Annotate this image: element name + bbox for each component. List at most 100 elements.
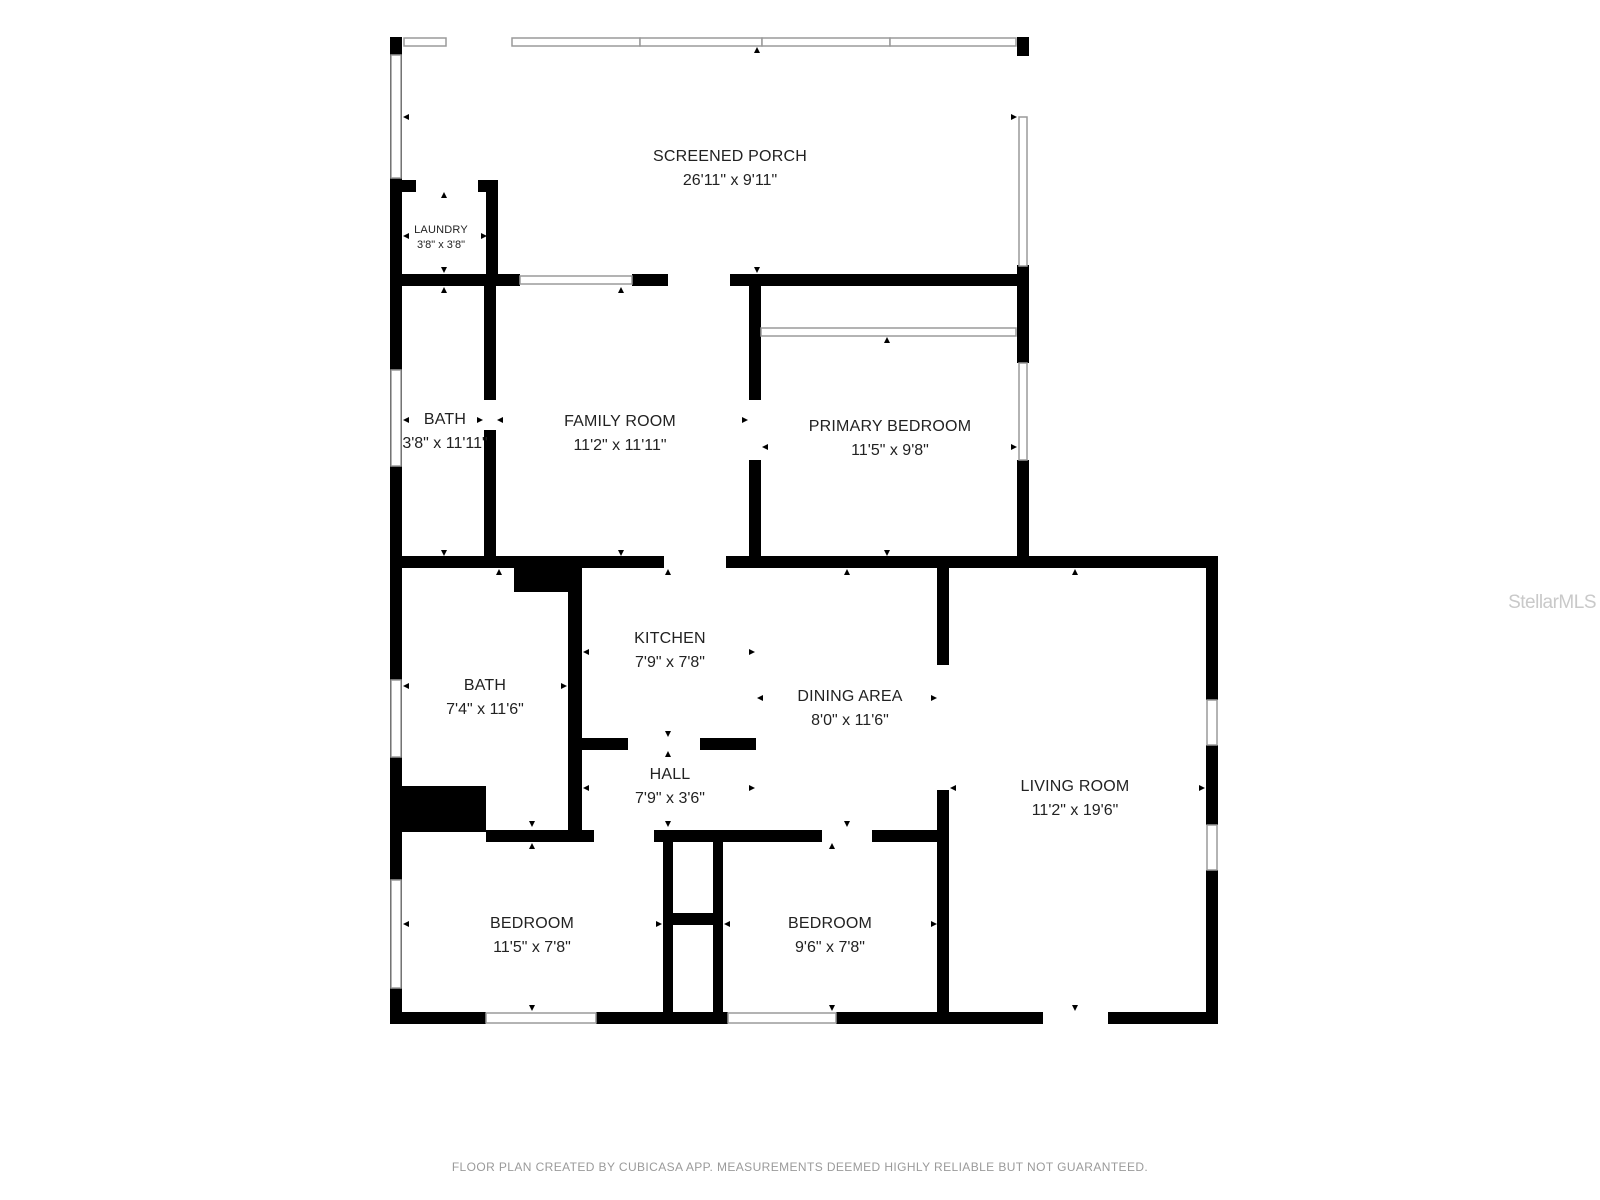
dimension-marker [529, 1005, 535, 1011]
dimension-marker [403, 417, 409, 423]
wall-segment [836, 1012, 1043, 1024]
wall-segment [937, 790, 949, 1024]
dimension-markers [403, 47, 1205, 1011]
dimension-marker [441, 287, 447, 293]
room-name: BEDROOM [787, 915, 873, 932]
wall-segment [730, 274, 1029, 286]
window [485, 1012, 597, 1024]
wall-segment [726, 556, 1218, 568]
dimension-marker [665, 731, 671, 737]
wall-segment [486, 830, 594, 842]
wall-segment [486, 192, 498, 286]
room-dimensions: 8'0" x 11'6" [811, 712, 889, 729]
wall-segment [632, 274, 668, 286]
window [403, 37, 447, 47]
wall-segment [484, 286, 496, 400]
wall-segment [937, 568, 949, 665]
wall-segment [390, 556, 664, 568]
window [1018, 116, 1028, 267]
windows [390, 37, 1218, 1024]
room-name: LIVING ROOM [1020, 778, 1130, 795]
window [639, 37, 763, 47]
wall-segment [1017, 48, 1029, 56]
room-name: KITCHEN [634, 630, 706, 647]
wall-segment [700, 738, 756, 750]
room-hall: HALL 7'9" x 3'6" [610, 763, 730, 811]
room-name: DINING AREA [797, 688, 903, 705]
room-dimensions: 3'8" x 3'8" [416, 238, 466, 251]
wall-segment [514, 568, 574, 592]
wall-segment [1017, 37, 1029, 48]
wall-segment [1017, 460, 1029, 568]
room-dimensions: 7'4" x 11'6" [446, 701, 524, 718]
dimension-marker [754, 47, 760, 53]
wall-segment [749, 460, 761, 568]
dimension-marker [403, 921, 409, 927]
room-name: LAUNDRY [414, 224, 468, 236]
room-dining-area: DINING AREA 8'0" x 11'6" [775, 685, 925, 733]
room-name: HALL [649, 766, 691, 783]
wall-segment [390, 37, 402, 1024]
dimension-marker [749, 649, 755, 655]
wall-segment [498, 274, 520, 286]
dimension-marker [583, 785, 589, 791]
wall-segment [1206, 745, 1218, 825]
dimension-marker [618, 287, 624, 293]
dimension-marker [481, 233, 487, 239]
window [760, 327, 1017, 337]
watermark: StellarMLS [1508, 592, 1596, 613]
dimension-marker [403, 114, 409, 120]
window [390, 879, 402, 989]
dimension-marker [749, 785, 755, 791]
wall-segment [673, 913, 713, 925]
window [511, 37, 641, 47]
room-dimensions: 9'6" x 7'8" [795, 939, 865, 956]
room-name: BATH [463, 677, 507, 694]
room-name: PRIMARY BEDROOM [808, 418, 972, 435]
room-dimensions: 11'5" x 9'8" [851, 442, 929, 459]
room-dimensions: 3'8" x 11'11" [402, 435, 488, 452]
wall-segment [596, 1012, 728, 1024]
dimension-marker [884, 550, 890, 556]
wall-segment [478, 180, 498, 192]
dimension-marker [1072, 1005, 1078, 1011]
dimension-marker [884, 337, 890, 343]
dimension-marker [441, 550, 447, 556]
window [390, 369, 402, 467]
dimension-marker [403, 683, 409, 689]
wall-segment [749, 286, 761, 400]
dimension-marker [724, 921, 730, 927]
room-bath-upper: BATH 3'8" x 11'11" [389, 408, 501, 456]
dimension-marker [561, 683, 567, 689]
room-kitchen: KITCHEN 7'9" x 7'8" [610, 627, 730, 675]
dimension-marker [1072, 569, 1078, 575]
wall-segment [402, 274, 498, 286]
window [1018, 362, 1028, 461]
dimension-marker [665, 569, 671, 575]
dimension-marker [757, 695, 763, 701]
walls [390, 37, 1218, 1024]
room-dimensions: 11'5" x 7'8" [493, 939, 571, 956]
dimension-marker [583, 649, 589, 655]
room-name: BEDROOM [489, 915, 575, 932]
dimension-marker [742, 417, 748, 423]
room-family-room: FAMILY ROOM 11'2" x 11'11" [520, 410, 720, 458]
window [1206, 824, 1218, 871]
room-dimensions: 7'9" x 3'6" [635, 790, 705, 807]
wall-segment [390, 37, 402, 48]
wall-segment [1017, 286, 1029, 363]
dimension-marker [529, 821, 535, 827]
room-bedroom-left: BEDROOM 11'5" x 7'8" [472, 912, 592, 960]
window [519, 275, 633, 285]
wall-segment [713, 842, 723, 1024]
dimension-marker [665, 821, 671, 827]
dimension-marker [1011, 114, 1017, 120]
dimension-marker [950, 785, 956, 791]
room-dimensions: 11'2" x 11'11" [573, 437, 667, 454]
dimension-marker [477, 417, 483, 423]
dimension-marker [931, 695, 937, 701]
wall-segment [663, 842, 673, 1024]
dimension-marker [829, 843, 835, 849]
dimension-marker [762, 444, 768, 450]
